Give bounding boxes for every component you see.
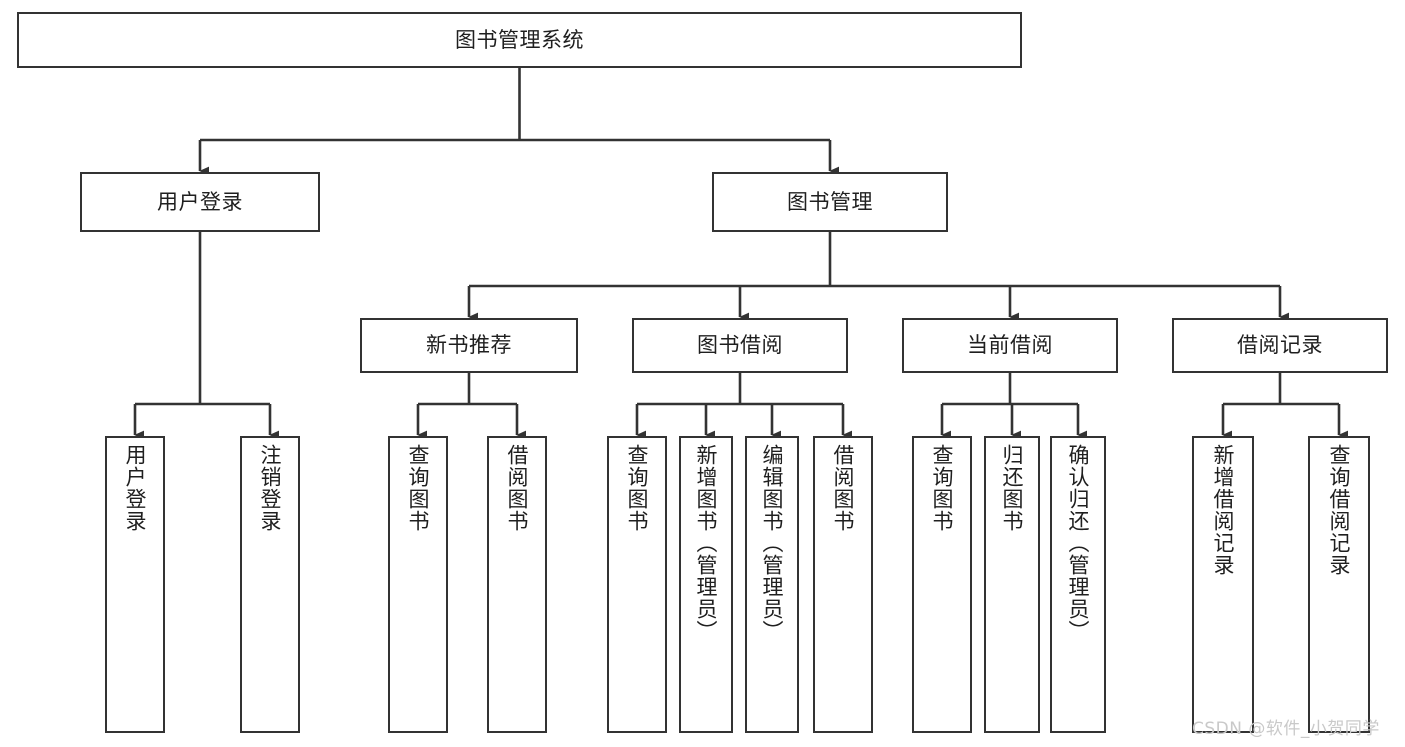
node-label-leaf-borrow-book-1: 借阅图书 <box>505 444 530 532</box>
node-user-login[interactable]: 用户登录 <box>80 172 320 232</box>
node-book-manage[interactable]: 图书管理 <box>712 172 948 232</box>
csdn-watermark: CSDN @软件_小贺同学 <box>1192 719 1380 739</box>
node-label-leaf-query-book-3: 查询图书 <box>930 444 955 532</box>
node-label-leaf-confirm-return: 确认归还（管理员） <box>1066 444 1091 642</box>
node-leaf-confirm-return[interactable]: 确认归还（管理员） <box>1050 436 1106 733</box>
node-leaf-query-book-2[interactable]: 查询图书 <box>607 436 667 733</box>
node-label-loan-record: 借阅记录 <box>1237 333 1323 358</box>
node-leaf-query-book-3[interactable]: 查询图书 <box>912 436 972 733</box>
node-label-leaf-borrow-book-2: 借阅图书 <box>831 444 856 532</box>
node-book-borrow[interactable]: 图书借阅 <box>632 318 848 373</box>
node-leaf-borrow-book-1[interactable]: 借阅图书 <box>487 436 547 733</box>
node-leaf-edit-book[interactable]: 编辑图书（管理员） <box>745 436 799 733</box>
node-leaf-add-record[interactable]: 新增借阅记录 <box>1192 436 1254 733</box>
node-label-leaf-login: 用户登录 <box>123 444 148 532</box>
node-new-book-rec[interactable]: 新书推荐 <box>360 318 578 373</box>
node-loan-record[interactable]: 借阅记录 <box>1172 318 1388 373</box>
node-leaf-query-book-1[interactable]: 查询图书 <box>388 436 448 733</box>
node-leaf-borrow-book-2[interactable]: 借阅图书 <box>813 436 873 733</box>
node-label-leaf-query-record: 查询借阅记录 <box>1327 444 1352 576</box>
node-leaf-query-record[interactable]: 查询借阅记录 <box>1308 436 1370 733</box>
node-label-book-manage: 图书管理 <box>787 189 873 214</box>
node-leaf-login[interactable]: 用户登录 <box>105 436 165 733</box>
node-leaf-logout[interactable]: 注销登录 <box>240 436 300 733</box>
node-label-leaf-logout: 注销登录 <box>258 444 283 532</box>
node-leaf-return-book[interactable]: 归还图书 <box>984 436 1040 733</box>
node-label-leaf-query-book-1: 查询图书 <box>406 444 431 532</box>
node-label-leaf-edit-book: 编辑图书（管理员） <box>760 444 785 642</box>
node-label-leaf-add-book: 新增图书（管理员） <box>694 444 719 642</box>
node-label-book-borrow: 图书借阅 <box>697 333 783 358</box>
node-label-leaf-add-record: 新增借阅记录 <box>1211 444 1236 576</box>
node-label-user-login: 用户登录 <box>157 189 243 214</box>
node-label-leaf-query-book-2: 查询图书 <box>625 444 650 532</box>
node-current-loan[interactable]: 当前借阅 <box>902 318 1118 373</box>
node-label-root: 图书管理系统 <box>455 27 584 52</box>
node-label-leaf-return-book: 归还图书 <box>1000 444 1025 532</box>
node-root[interactable]: 图书管理系统 <box>17 12 1022 68</box>
node-label-current-loan: 当前借阅 <box>967 333 1053 358</box>
node-leaf-add-book[interactable]: 新增图书（管理员） <box>679 436 733 733</box>
node-label-new-book-rec: 新书推荐 <box>426 333 512 358</box>
